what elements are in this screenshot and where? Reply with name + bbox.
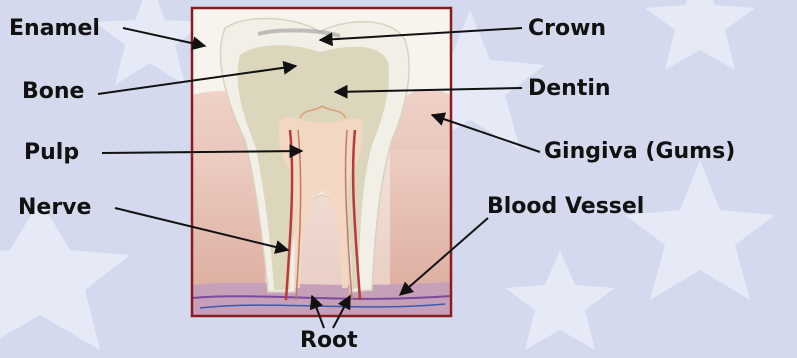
label-bone: Bone — [22, 81, 84, 103]
label-pulp: Pulp — [24, 142, 79, 164]
label-root: Root — [300, 330, 358, 352]
label-crown: Crown — [528, 18, 606, 40]
label-blood-vessel: Blood Vessel — [487, 196, 644, 218]
tooth-illustration — [192, 8, 451, 316]
label-gingiva: Gingiva (Gums) — [544, 141, 735, 163]
label-dentin: Dentin — [528, 78, 611, 100]
label-enamel: Enamel — [9, 18, 100, 40]
label-nerve: Nerve — [18, 197, 91, 219]
